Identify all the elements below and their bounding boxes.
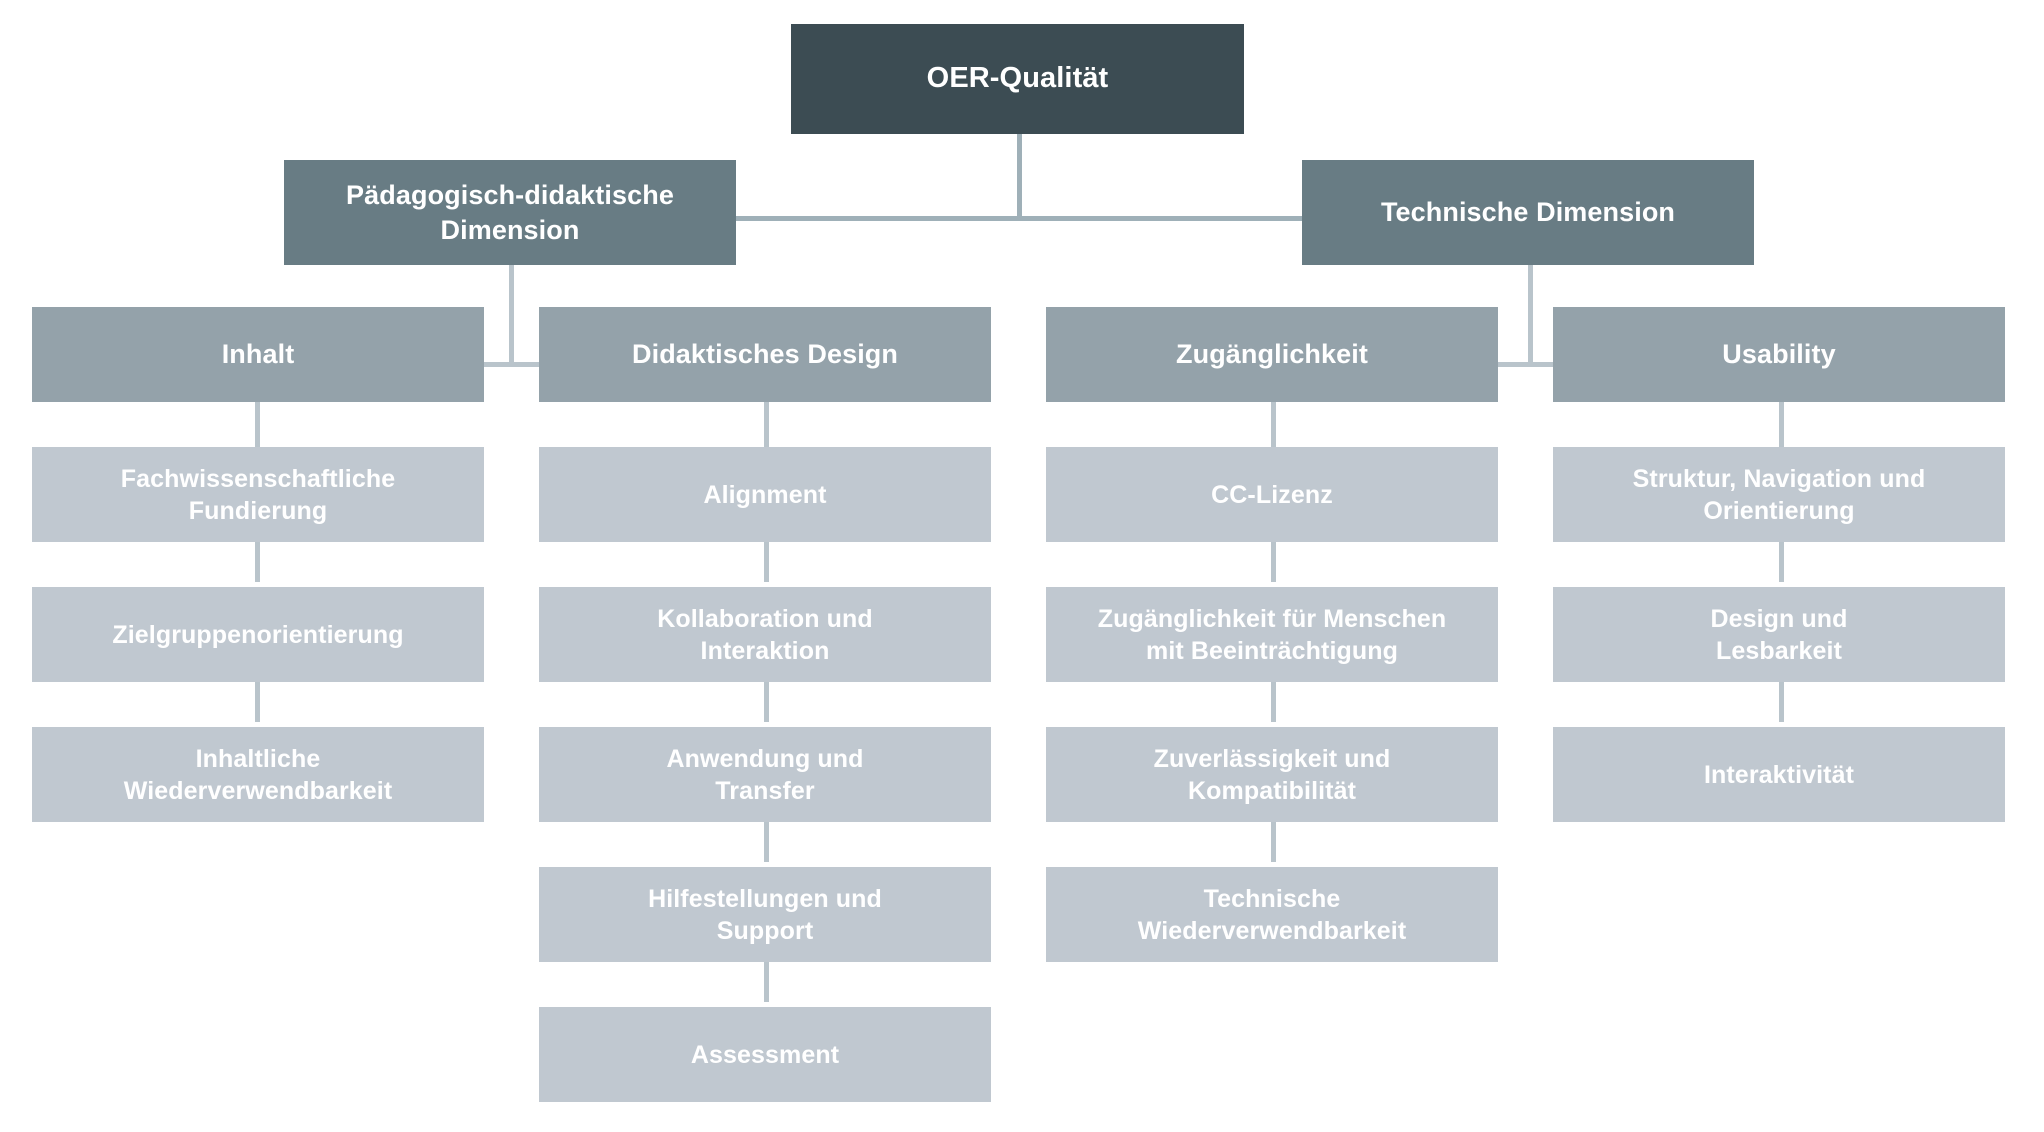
- connector-didaktisches-design-chain-5: [764, 960, 769, 1002]
- connector-inhalt-chain-1: [255, 402, 260, 452]
- connector-zugaenglichkeit-chain-3: [1271, 680, 1276, 722]
- connector-usability-chain-2: [1779, 540, 1784, 582]
- node-technische-dimension[interactable]: Technische Dimension: [1302, 160, 1754, 265]
- node-criterion-cc-lizenz[interactable]: CC-Lizenz: [1046, 447, 1498, 542]
- node-oer-qualitaet[interactable]: OER-Qualität: [791, 24, 1244, 134]
- node-label: CC-Lizenz: [1211, 480, 1333, 509]
- connector-technische-dimension-vertical: [1528, 265, 1533, 365]
- node-label: Inhaltliche Wiederverwendbarkeit: [123, 744, 393, 805]
- node-label: Zugänglichkeit: [1176, 339, 1368, 370]
- node-label: Kollaboration und Interaktion: [657, 604, 873, 665]
- connector-inhalt-chain-2: [255, 540, 260, 582]
- node-criterion-alignment[interactable]: Alignment: [539, 447, 991, 542]
- node-label: Design und Lesbarkeit: [1710, 604, 1848, 665]
- node-criterion-struktur-navigation-und-orientierung[interactable]: Struktur, Navigation und Orientierung: [1553, 447, 2005, 542]
- connector-right-category-spine: [1272, 362, 1779, 367]
- node-label: Alignment: [703, 480, 827, 509]
- node-criterion-zuverlaessigkeit-und-kompatibilitaet[interactable]: Zuverlässigkeit und Kompatibilität: [1046, 727, 1498, 822]
- node-criterion-interaktivitaet[interactable]: Interaktivität: [1553, 727, 2005, 822]
- node-label: OER-Qualität: [926, 62, 1109, 95]
- connector-didaktisches-design-chain-4: [764, 820, 769, 862]
- connector-zugaenglichkeit-chain-4: [1271, 820, 1276, 862]
- connector-didaktisches-design-chain-3: [764, 680, 769, 722]
- node-criterion-zugaenglichkeit-fuer-menschen-mit-beeintraechtigung[interactable]: Zugänglichkeit für Menschen mit Beeinträ…: [1046, 587, 1498, 682]
- node-criterion-anwendung-und-transfer[interactable]: Anwendung und Transfer: [539, 727, 991, 822]
- node-label: Zielgruppenorientierung: [112, 620, 404, 649]
- node-criterion-fachwissenschaftliche-fundierung[interactable]: Fachwissenschaftliche Fundierung: [32, 447, 484, 542]
- node-label: Struktur, Navigation und Orientierung: [1632, 464, 1926, 525]
- connector-zugaenglichkeit-chain-1: [1271, 402, 1276, 452]
- node-category-usability[interactable]: Usability: [1553, 307, 2005, 402]
- connector-zugaenglichkeit-chain-2: [1271, 540, 1276, 582]
- connector-usability-chain-3: [1779, 680, 1784, 722]
- node-label: Zuverlässigkeit und Kompatibilität: [1153, 744, 1391, 805]
- node-label: Assessment: [690, 1040, 840, 1069]
- node-label: Zugänglichkeit für Menschen mit Beeinträ…: [1097, 604, 1447, 665]
- connector-left-category-spine: [256, 362, 763, 367]
- node-criterion-design-und-lesbarkeit[interactable]: Design und Lesbarkeit: [1553, 587, 2005, 682]
- connector-paedagogische-dimension-vertical: [509, 265, 514, 365]
- node-label: Didaktisches Design: [632, 339, 898, 370]
- node-label: Anwendung und Transfer: [666, 744, 864, 805]
- connector-inhalt-chain-3: [255, 680, 260, 722]
- node-label: Interaktivität: [1703, 760, 1855, 789]
- node-criterion-inhaltliche-wiederverwendbarkeit[interactable]: Inhaltliche Wiederverwendbarkeit: [32, 727, 484, 822]
- node-label: Fachwissenschaftliche Fundierung: [120, 464, 396, 525]
- connector-didaktisches-design-chain-1: [764, 402, 769, 452]
- node-label: Hilfestellungen und Support: [648, 884, 882, 945]
- node-category-inhalt[interactable]: Inhalt: [32, 307, 484, 402]
- connector-root-vertical: [1017, 134, 1022, 218]
- node-label: Usability: [1722, 339, 1836, 370]
- node-criterion-hilfestellungen-und-support[interactable]: Hilfestellungen und Support: [539, 867, 991, 962]
- node-paedagogisch-didaktische-dimension[interactable]: Pädagogisch-didaktische Dimension: [284, 160, 736, 265]
- connector-didaktisches-design-chain-2: [764, 540, 769, 582]
- node-label: Technische Dimension: [1380, 197, 1676, 228]
- node-label: Pädagogisch-didaktische Dimension: [346, 179, 674, 245]
- node-criterion-kollaboration-und-interaktion[interactable]: Kollaboration und Interaktion: [539, 587, 991, 682]
- node-criterion-assessment[interactable]: Assessment: [539, 1007, 991, 1102]
- connector-dimension-spine: [736, 216, 1302, 221]
- node-criterion-zielgruppenorientierung[interactable]: Zielgruppenorientierung: [32, 587, 484, 682]
- node-category-didaktisches-design[interactable]: Didaktisches Design: [539, 307, 991, 402]
- node-criterion-technische-wiederverwendbarkeit[interactable]: Technische Wiederverwendbarkeit: [1046, 867, 1498, 962]
- node-label: Technische Wiederverwendbarkeit: [1137, 884, 1407, 945]
- node-category-zugaenglichkeit[interactable]: Zugänglichkeit: [1046, 307, 1498, 402]
- node-label: Inhalt: [221, 339, 295, 370]
- connector-usability-chain-1: [1779, 402, 1784, 452]
